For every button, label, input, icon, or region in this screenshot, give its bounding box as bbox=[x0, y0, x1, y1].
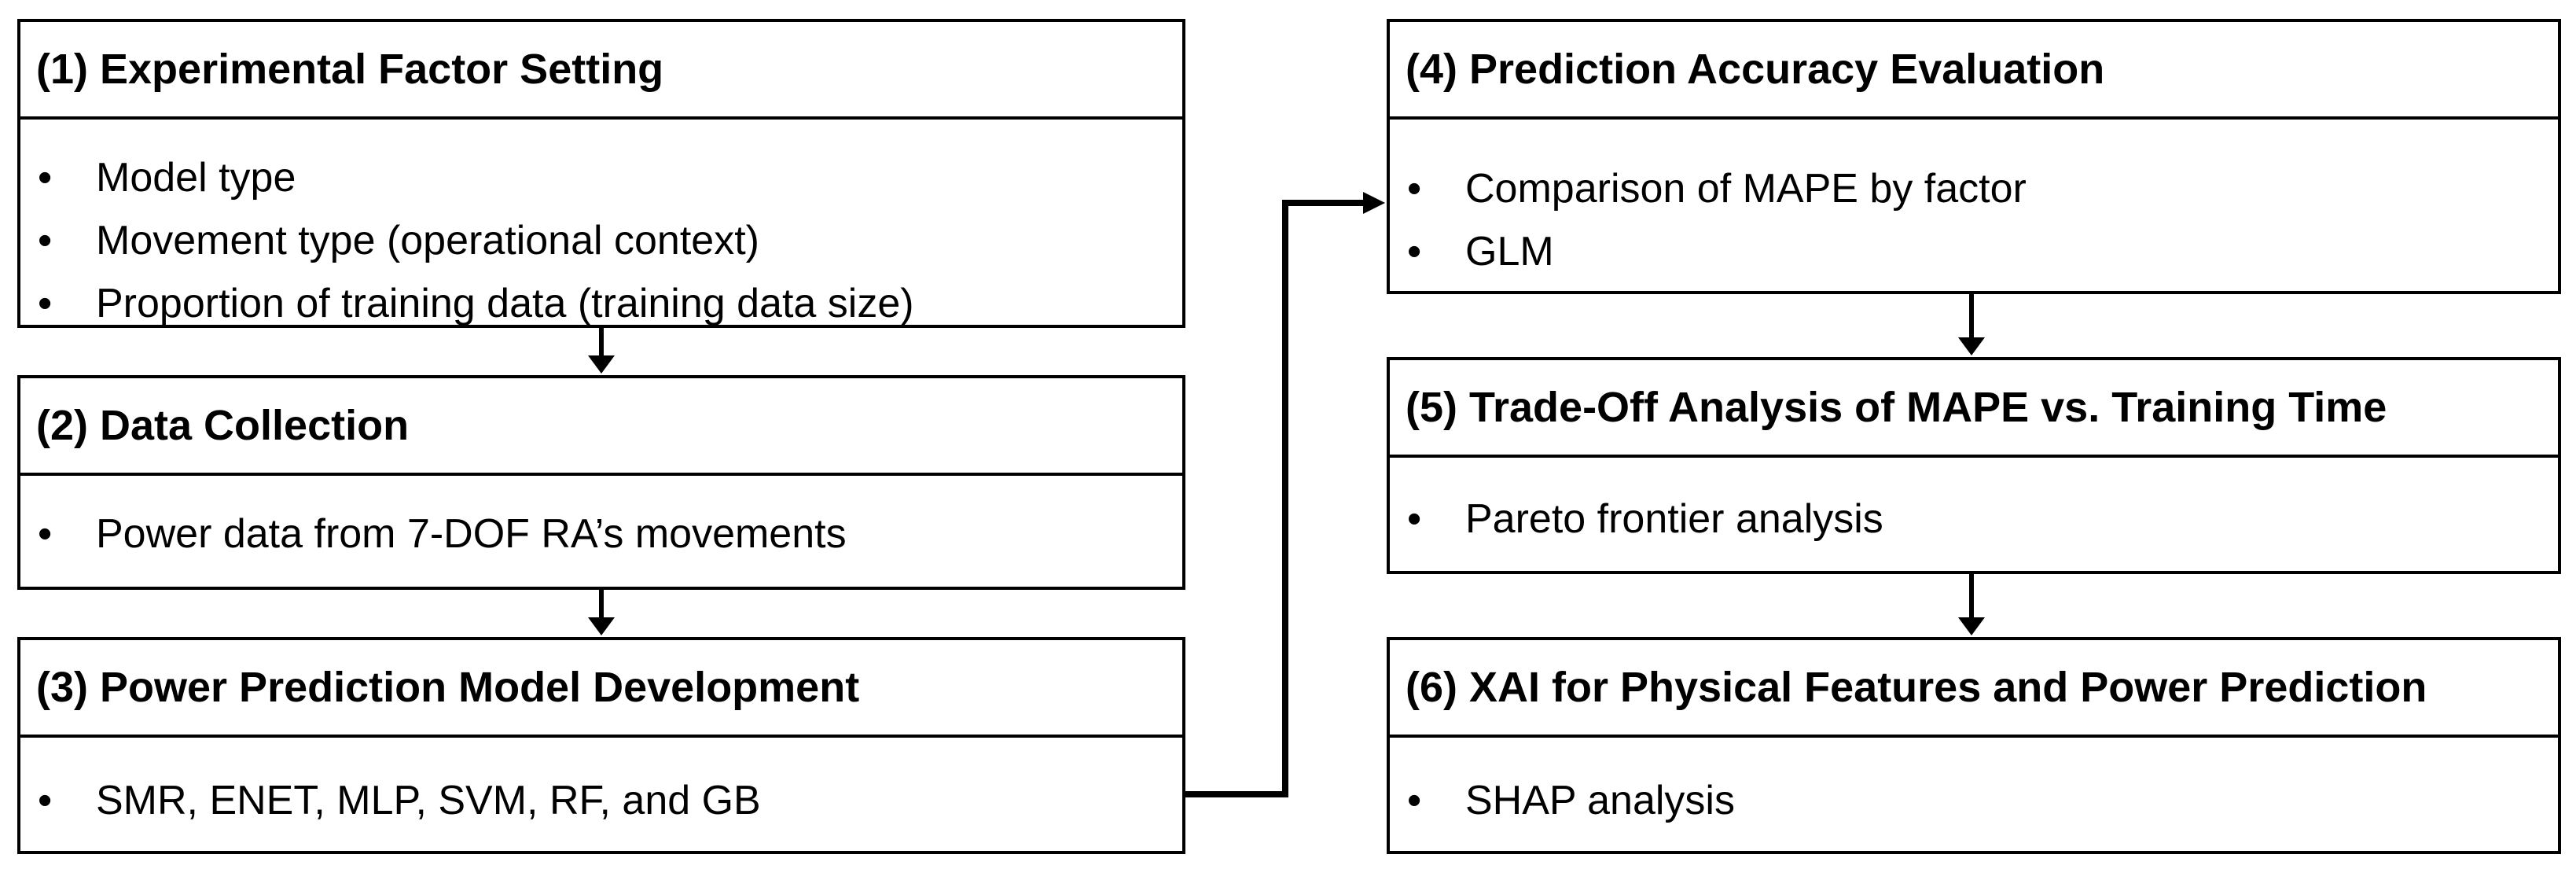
box-title: (5) Trade-Off Analysis of MAPE vs. Train… bbox=[1390, 360, 2558, 458]
bullet-list: • Pareto frontier analysis bbox=[1407, 496, 1883, 542]
box-title: (4) Prediction Accuracy Evaluation bbox=[1390, 22, 2558, 120]
box-title: (1) Experimental Factor Setting bbox=[20, 22, 1182, 120]
bullet-icon: • bbox=[38, 778, 53, 823]
box-xai-physical-features: (6) XAI for Physical Features and Power … bbox=[1387, 637, 2561, 854]
arrow-1-to-2 bbox=[588, 328, 615, 374]
box-title: (6) XAI for Physical Features and Power … bbox=[1390, 640, 2558, 738]
arrow-3-to-4 bbox=[1185, 192, 1385, 797]
bullet-icon: • bbox=[1407, 496, 1422, 542]
bullet-list: • SMR, ENET, MLP, SVM, RF, and GB bbox=[38, 778, 761, 823]
bullet-icon: • bbox=[38, 218, 53, 263]
box-prediction-accuracy-evaluation: (4) Prediction Accuracy Evaluation • Com… bbox=[1387, 19, 2561, 294]
box-trade-off-analysis: (5) Trade-Off Analysis of MAPE vs. Train… bbox=[1387, 357, 2561, 574]
bullet-icon: • bbox=[1407, 229, 1422, 274]
box-title: (2) Data Collection bbox=[20, 378, 1182, 476]
box-power-prediction-model-development: (3) Power Prediction Model Development •… bbox=[17, 637, 1185, 854]
bullet-icon: • bbox=[1407, 778, 1422, 823]
bullet-icon: • bbox=[1407, 166, 1422, 212]
box-data-collection: (2) Data Collection • Power data from 7-… bbox=[17, 375, 1185, 590]
bullet-icon: • bbox=[38, 281, 53, 326]
bullet-list: • SHAP analysis bbox=[1407, 778, 1735, 823]
box-experimental-factor-setting: (1) Experimental Factor Setting • Model … bbox=[17, 19, 1185, 328]
bullet-icon: • bbox=[38, 155, 53, 201]
box-title: (3) Power Prediction Model Development bbox=[20, 640, 1182, 738]
arrow-5-to-6 bbox=[1958, 574, 1985, 635]
bullet-list: • Model type • Movement type (operationa… bbox=[38, 155, 914, 326]
bullet-list: • Power data from 7-DOF RA’s movements bbox=[38, 511, 847, 557]
bullet-icon: • bbox=[38, 511, 53, 557]
arrow-4-to-5 bbox=[1958, 294, 1985, 355]
bullet-list: • Comparison of MAPE by factor • GLM bbox=[1407, 166, 2027, 274]
arrow-2-to-3 bbox=[588, 590, 615, 635]
